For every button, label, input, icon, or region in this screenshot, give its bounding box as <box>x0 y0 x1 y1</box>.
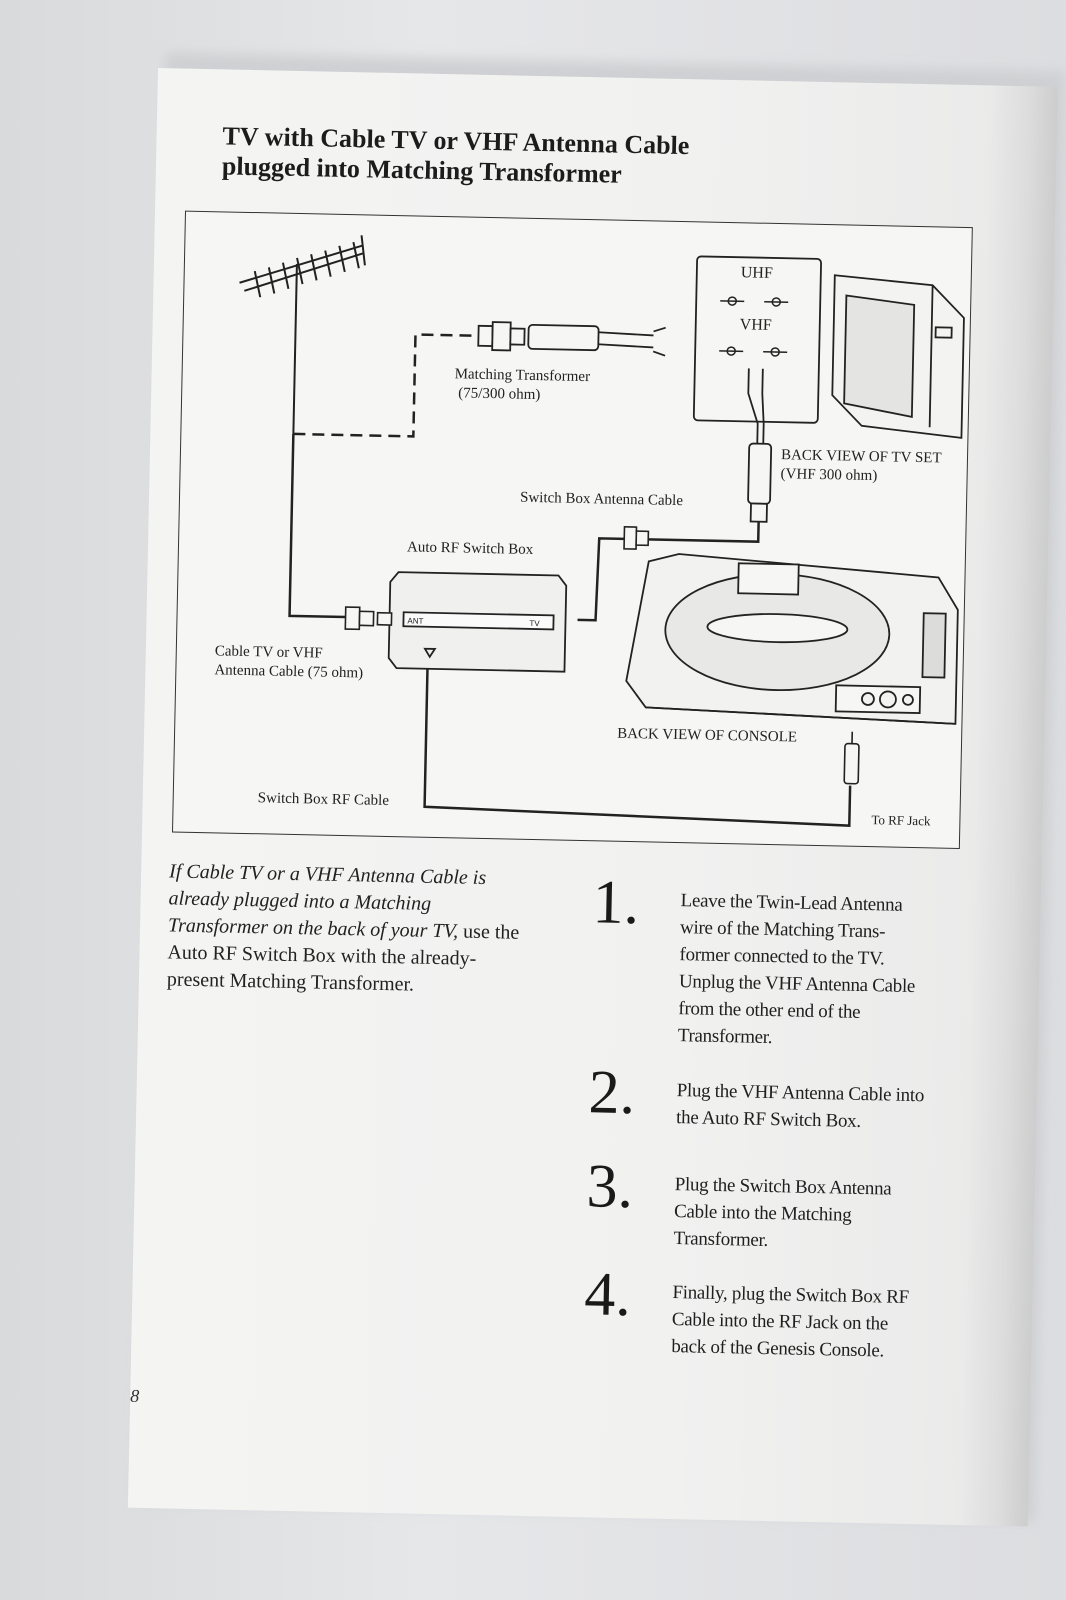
matching-transformer-icon <box>477 321 666 357</box>
label-back-view-tv-line-2: (VHF 300 ohm) <box>780 466 878 485</box>
tv-set-icon <box>831 274 965 439</box>
switch-box-rf-cable-line <box>423 668 852 827</box>
label-cable-tv-vhf: Cable TV or VHF Antenna Cable (75 ohm) <box>214 642 363 683</box>
step-4-text: Finally, plug the Switch Box RF Cable in… <box>671 1282 910 1362</box>
label-auto-rf-switch-box: Auto RF Switch Box <box>406 539 534 558</box>
intro-paragraph: If Cable TV or a VHF Antenna Cable is al… <box>167 858 530 1001</box>
step-4-number: 4. <box>583 1260 632 1330</box>
antenna-icon <box>239 235 366 434</box>
genesis-console-icon <box>625 553 959 725</box>
diagram-drawing: ANT TV <box>239 235 965 827</box>
step-3: 3. Plug the Switch Box Antenna Cable int… <box>586 1152 892 1251</box>
page-title: TV with Cable TV or VHF Antenna Cable pl… <box>222 121 690 191</box>
auto-rf-switch-box-icon <box>387 571 568 673</box>
cable-tv-line <box>288 433 346 619</box>
tv-matching-transformer-icon <box>747 442 773 523</box>
switch-box-tv-port: TV <box>529 619 540 628</box>
switch-box-antenna-cable-line-2 <box>577 537 625 622</box>
f-connector-icon <box>623 526 650 550</box>
step-2-text: Plug the VHF Antenna Cable into the Auto… <box>675 1080 925 1132</box>
step-1-text: Leave the Twin-Lead Antenna wire of the … <box>677 890 916 1049</box>
label-back-view-console: BACK VIEW OF CONSOLE <box>616 725 798 746</box>
switch-box-input-connector <box>344 606 393 631</box>
step-3-text: Plug the Switch Box Antenna Cable into t… <box>673 1174 892 1252</box>
step-1: 1. Leave the Twin-Lead Antenna wire of t… <box>592 868 915 1048</box>
label-back-view-tv: BACK VIEW OF TV SET (VHF 300 ohm) <box>780 446 941 487</box>
manual-page: TV with Cable TV or VHF Antenna Cable pl… <box>127 68 1058 1527</box>
label-matching-transformer: Matching Transformer (75/300 ohm) <box>454 365 590 406</box>
step-2: 2. Plug the VHF Antenna Cable into the A… <box>588 1058 924 1132</box>
step-3-number: 3. <box>585 1152 634 1222</box>
intro-italic-text: If Cable TV or a VHF Antenna Cable is al… <box>167 860 487 943</box>
connection-diagram: ANT TV Matching Transformer (75/ <box>171 210 973 849</box>
step-4: 4. Finally, plug the Switch Box RF Cable… <box>584 1260 909 1361</box>
label-uhf: UHF <box>740 264 774 282</box>
switch-box-antenna-cable-line <box>647 521 760 543</box>
tv-terminal-screws <box>719 296 789 357</box>
step-2-number: 2. <box>587 1058 636 1128</box>
label-vhf: VHF <box>739 316 772 334</box>
label-matching-transformer-line-2: (75/300 ohm) <box>458 385 541 404</box>
label-switch-box-rf-cable: Switch Box RF Cable <box>257 790 390 809</box>
label-cable-tv-vhf-line-2: Antenna Cable (75 ohm) <box>214 662 364 682</box>
switch-box-ant-port: ANT <box>407 616 423 625</box>
twin-lead-wire <box>747 368 765 444</box>
dashed-antenna-lead <box>293 333 479 438</box>
label-to-rf-jack: To RF Jack <box>871 812 931 829</box>
page-number: 8 <box>129 1385 140 1406</box>
tv-terminal-panel <box>692 255 822 424</box>
rf-plug-icon <box>843 731 860 785</box>
step-1-number: 1. <box>591 868 640 938</box>
label-switch-box-antenna-cable: Switch Box Antenna Cable <box>519 489 684 510</box>
